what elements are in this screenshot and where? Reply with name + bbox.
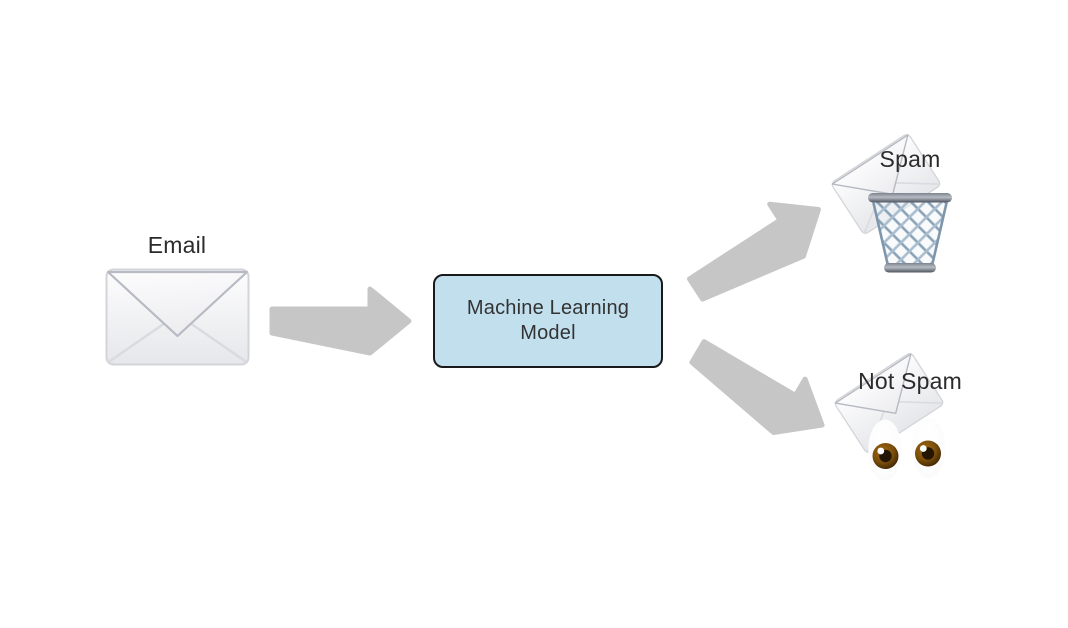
- not-spam-label: Not Spam: [858, 368, 962, 394]
- arrow-model-to-not-spam: [689, 339, 825, 436]
- envelope-icon: [105, 268, 250, 366]
- spam-label: Spam: [879, 146, 941, 172]
- arrow-model-to-spam: [686, 201, 821, 302]
- eyes-icon: [868, 417, 947, 482]
- model-label-line-2: Model: [520, 322, 576, 344]
- wastebasket-icon: [867, 189, 953, 273]
- model-label-line-1: Machine Learning: [466, 297, 630, 319]
- email-label: Email: [147, 232, 207, 258]
- machine-learning-model-box: Machine Learning Model: [433, 274, 663, 368]
- arrow-email-to-model: [269, 286, 412, 356]
